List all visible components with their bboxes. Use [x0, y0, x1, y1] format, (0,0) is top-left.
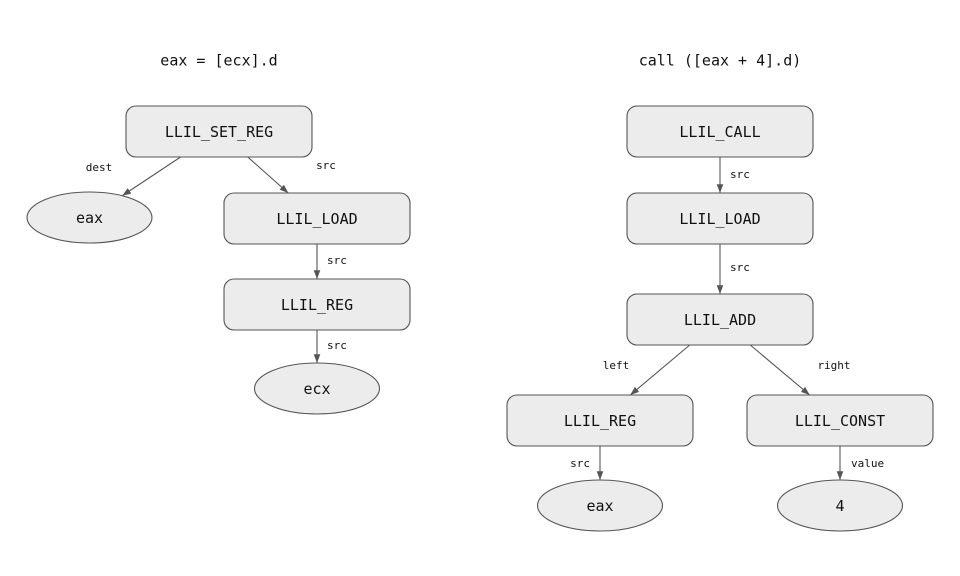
edge-l-set-reg-to-l-load: src [247, 156, 336, 194]
edge-label: src [327, 339, 347, 352]
node-r-add[interactable]: LLIL_ADD [626, 293, 814, 346]
titles-group: eax = [ecx].d call ([eax + 4].d) [160, 52, 801, 70]
node-label: LLIL_REG [564, 412, 636, 430]
node-l-reg[interactable]: LLIL_REG [223, 278, 411, 331]
node-label: LLIL_SET_REG [165, 123, 273, 141]
node-r-eax[interactable]: eax [536, 479, 664, 532]
node-l-ecx[interactable]: ecx [253, 362, 381, 415]
edge-l-reg-to-l-ecx: src [313, 330, 347, 363]
node-l-load[interactable]: LLIL_LOAD [223, 192, 411, 245]
edge-l-set-reg-to-l-eax: dest [86, 156, 181, 197]
edge-l-load-to-l-reg: src [313, 244, 347, 279]
node-shape-rect[interactable] [223, 278, 411, 331]
node-r-const[interactable]: LLIL_CONST [746, 394, 934, 447]
node-shape-rect[interactable] [125, 105, 313, 158]
node-shape-ellipse[interactable] [253, 362, 381, 415]
node-label: 4 [835, 497, 844, 515]
edge-label: src [570, 457, 590, 470]
edge-r-load-to-r-add: src [716, 244, 750, 294]
edge-line [629, 344, 691, 396]
node-label: LLIL_CALL [679, 123, 760, 141]
node-label: eax [586, 497, 613, 515]
node-r-four[interactable]: 4 [776, 479, 904, 532]
node-label: LLIL_REG [281, 296, 353, 314]
edge-label: value [851, 457, 884, 470]
node-shape-rect[interactable] [626, 105, 814, 158]
node-r-reg[interactable]: LLIL_REG [506, 394, 694, 447]
edge-line [121, 156, 181, 197]
edge-r-reg-to-r-eax: src [570, 446, 604, 480]
edge-label: src [316, 159, 336, 172]
edge-label: left [603, 359, 630, 372]
node-label: LLIL_LOAD [679, 210, 760, 228]
edge-r-add-to-r-reg: left [603, 344, 691, 396]
node-shape-ellipse[interactable] [776, 479, 904, 532]
node-shape-rect[interactable] [626, 293, 814, 346]
node-label: LLIL_LOAD [276, 210, 357, 228]
edge-r-add-to-r-const: right [749, 344, 851, 396]
edge-r-call-to-r-load: src [716, 157, 750, 193]
node-label: LLIL_CONST [795, 412, 885, 430]
node-label: ecx [303, 380, 330, 398]
tree-title: call ([eax + 4].d) [639, 52, 802, 70]
edge-label: src [730, 168, 750, 181]
edge-label: dest [86, 161, 113, 174]
node-l-eax[interactable]: eax [26, 191, 153, 244]
edge-line [247, 156, 289, 194]
node-shape-rect[interactable] [626, 192, 814, 245]
node-label: LLIL_ADD [684, 311, 756, 329]
node-r-load[interactable]: LLIL_LOAD [626, 192, 814, 245]
node-r-call[interactable]: LLIL_CALL [626, 105, 814, 158]
node-shape-rect[interactable] [223, 192, 411, 245]
edge-r-const-to-r-four: value [836, 446, 884, 480]
node-shape-ellipse[interactable] [26, 191, 153, 244]
node-shape-rect[interactable] [506, 394, 694, 447]
edge-label: src [327, 254, 347, 267]
edges-group: dest src src src src src left right src value [86, 156, 884, 480]
tree-title: eax = [ecx].d [160, 52, 277, 70]
node-shape-ellipse[interactable] [536, 479, 664, 532]
edge-line [749, 344, 811, 396]
node-shape-rect[interactable] [746, 394, 934, 447]
edge-label: src [730, 261, 750, 274]
edge-label: right [817, 359, 850, 372]
node-l-set-reg[interactable]: LLIL_SET_REG [125, 105, 313, 158]
node-label: eax [76, 209, 103, 227]
